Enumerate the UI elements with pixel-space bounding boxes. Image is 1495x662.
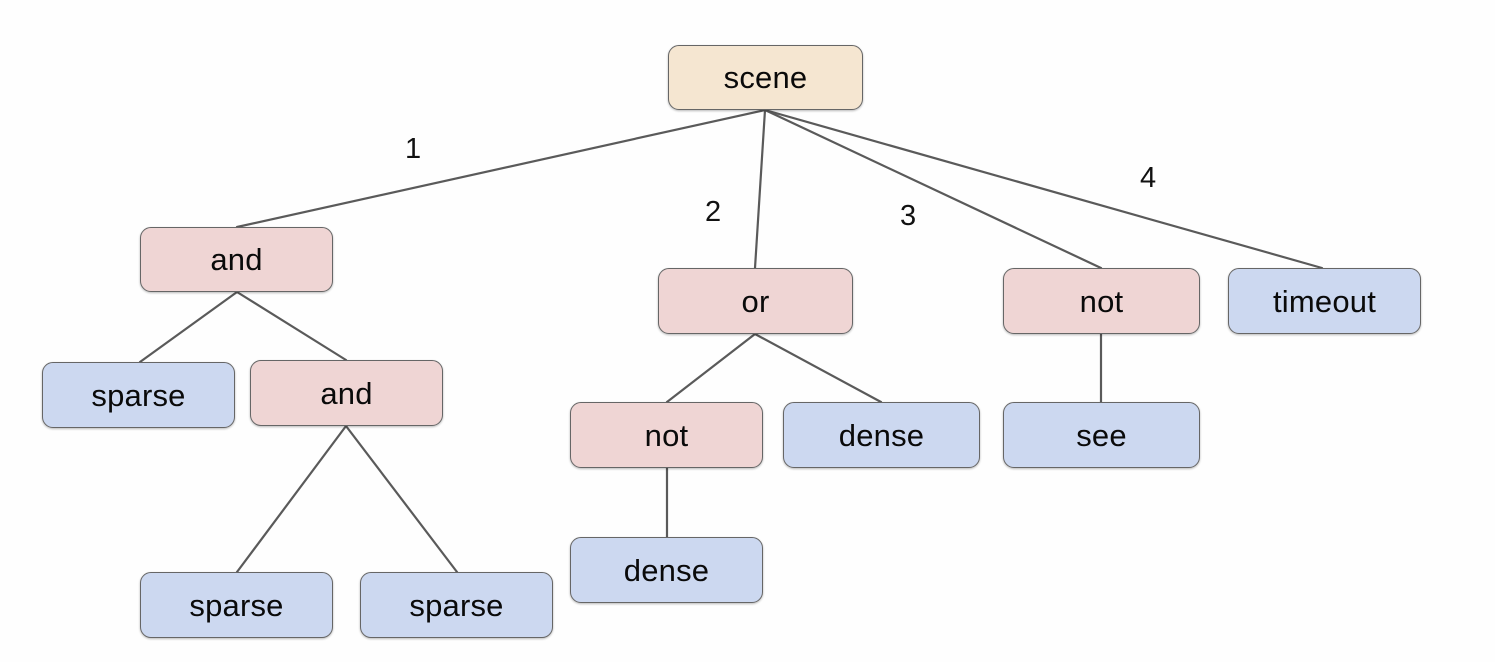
tree-edge-or1-to-dense1 (753, 332, 883, 404)
tree-node-timeout1[interactable]: timeout (1228, 268, 1421, 334)
edge-label-4: 4 (1140, 162, 1157, 194)
tree-node-sparse3[interactable]: sparse (360, 572, 553, 638)
tree-edge-and1-to-and2 (235, 290, 348, 362)
tree-node-not2[interactable]: not (1003, 268, 1200, 334)
tree-node-and1[interactable]: and (140, 227, 333, 292)
tree-node-sparse2[interactable]: sparse (140, 572, 333, 638)
tree-node-label: see (1076, 417, 1127, 453)
tree-edge-scene-to-and1 (235, 108, 767, 229)
tree-node-see1[interactable]: see (1003, 402, 1200, 468)
edge-label-3: 3 (900, 200, 917, 232)
edge-label-2: 2 (705, 196, 722, 228)
tree-node-dense2[interactable]: dense (570, 537, 763, 603)
tree-node-scene[interactable]: scene (668, 45, 863, 110)
tree-node-label: and (320, 375, 373, 411)
tree-node-label: sparse (189, 587, 284, 623)
tree-edge-and2-to-sparse3 (344, 424, 459, 574)
tree-edge-scene-to-timeout1 (763, 108, 1324, 270)
tree-node-label: sparse (91, 377, 186, 413)
tree-edge-scene-to-not2 (763, 108, 1103, 270)
tree-node-label: dense (838, 417, 925, 453)
tree-node-label: dense (623, 552, 710, 588)
tree-node-label: not (1079, 283, 1124, 319)
tree-node-label: not (644, 417, 689, 453)
tree-node-dense1[interactable]: dense (783, 402, 980, 468)
tree-node-label: sparse (409, 587, 504, 623)
tree-edge-and1-to-sparse1 (138, 290, 239, 364)
edge-label-1: 1 (405, 133, 422, 165)
tree-edge-scene-to-or1 (753, 108, 767, 270)
tree-edge-or1-to-not1 (665, 332, 757, 404)
tree-node-label: timeout (1272, 283, 1377, 319)
tree-edge-and2-to-sparse2 (235, 424, 348, 574)
tree-node-or1[interactable]: or (658, 268, 853, 334)
tree-node-and2[interactable]: and (250, 360, 443, 426)
tree-node-label: scene (723, 60, 808, 95)
tree-node-not1[interactable]: not (570, 402, 763, 468)
tree-node-sparse1[interactable]: sparse (42, 362, 235, 428)
tree-node-label: and (210, 242, 263, 277)
tree-node-label: or (741, 283, 770, 319)
